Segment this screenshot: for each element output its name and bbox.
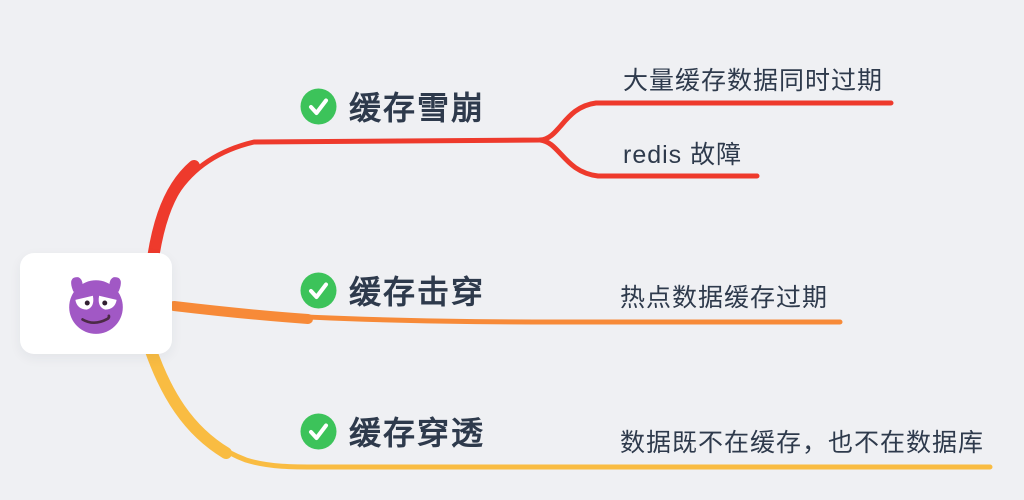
- subtopic-redis-failure[interactable]: redis 故障: [623, 141, 743, 169]
- topic-cache-avalanche[interactable]: 缓存雪崩: [300, 83, 485, 129]
- root-node[interactable]: [20, 253, 172, 354]
- topic-cache-penetration[interactable]: 缓存穿透: [300, 408, 485, 454]
- connector-branch-penetration: [144, 342, 993, 470]
- check-circle-icon: [300, 88, 337, 124]
- connector-branch-avalanche: [144, 100, 894, 288]
- check-circle-icon: [300, 272, 337, 308]
- check-circle-icon: [300, 413, 337, 449]
- subtopic-hot-data-expiry[interactable]: 热点数据缓存过期: [620, 284, 829, 312]
- devil-face-emoji: [69, 276, 123, 334]
- subtopic-mass-expiry[interactable]: 大量缓存数据同时过期: [623, 67, 884, 95]
- topic-label: 缓存击穿: [349, 274, 486, 310]
- subtopic-not-in-cache-or-db[interactable]: 数据既不在缓存，也不在数据库: [620, 429, 985, 457]
- topic-cache-breakdown[interactable]: 缓存击穿: [300, 267, 485, 313]
- topic-label: 缓存穿透: [349, 415, 486, 451]
- connector-branch-breakdown: [169, 301, 843, 325]
- topic-label: 缓存雪崩: [349, 90, 486, 126]
